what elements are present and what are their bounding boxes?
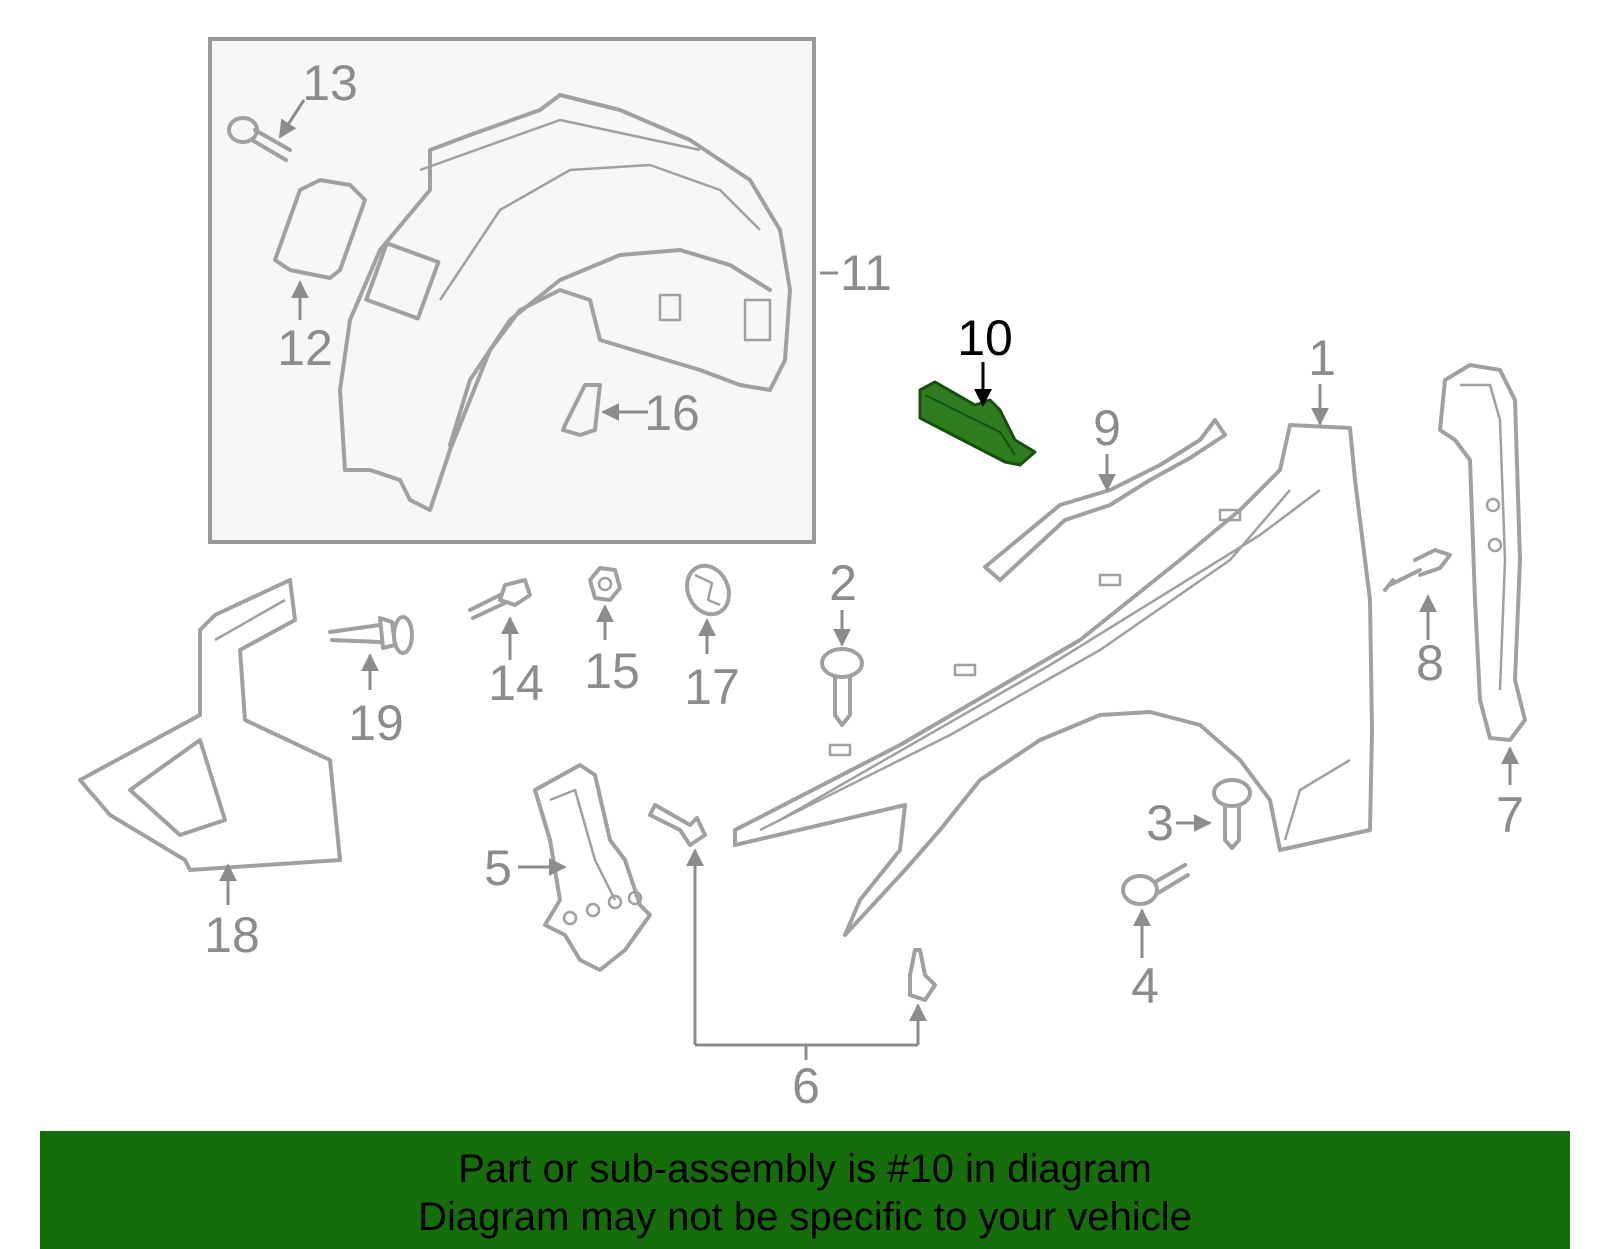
part-7-rear-seal (1438, 363, 1527, 742)
part-6-bolts (648, 803, 937, 1002)
callout-15: 15 (584, 643, 640, 699)
part-19-pushpin (328, 615, 414, 655)
part-12-cover (273, 178, 367, 280)
part-8-pushpin (1383, 548, 1452, 592)
part-18-splash-shield (78, 578, 342, 872)
part-2-screw (820, 647, 864, 727)
callout-2: 2 (829, 555, 857, 611)
callout-17: 17 (684, 659, 740, 715)
banner-line-2: Diagram may not be specific to your vehi… (418, 1195, 1192, 1239)
callout-16: 16 (644, 385, 700, 441)
callout-19: 19 (348, 695, 404, 751)
callout-4: 4 (1131, 958, 1159, 1014)
part-15-nut (588, 566, 622, 602)
callout-7: 7 (1496, 787, 1524, 843)
callout-14: 14 (488, 655, 544, 711)
callout-11: 11 (840, 245, 892, 301)
part-14-bolt (468, 578, 532, 620)
callout-3: 3 (1146, 795, 1174, 851)
part-5-bracket (533, 763, 652, 972)
callout-10: 10 (957, 310, 1013, 366)
info-banner: Part or sub-assembly is #10 in diagram D… (40, 1131, 1570, 1249)
part-4-screw (1121, 863, 1190, 906)
callout-12: 12 (277, 320, 333, 376)
callout-1: 1 (1308, 330, 1336, 386)
callout-5: 5 (484, 840, 512, 896)
liner-assembly-inset (208, 37, 816, 544)
callout-labels: 1 2 3 4 5 6 7 8 9 10 11 12 13 14 15 16 1… (204, 55, 1524, 1114)
banner-line-1: Part or sub-assembly is #10 in diagram (458, 1147, 1152, 1191)
callout-8: 8 (1416, 635, 1444, 691)
part-17-clip (685, 563, 731, 617)
callout-6: 6 (792, 1058, 820, 1114)
part-10-bracket (918, 380, 1037, 467)
callout-18: 18 (204, 907, 260, 963)
part-1-fender (733, 423, 1374, 937)
callout-9: 9 (1093, 400, 1121, 456)
part-3-screw (1212, 778, 1252, 850)
part-16-clip (561, 383, 602, 437)
callout-13: 13 (302, 55, 358, 111)
part-11-fender-liner (338, 93, 792, 512)
leader-lines (219, 99, 1519, 1060)
part-13-screw (227, 116, 292, 162)
